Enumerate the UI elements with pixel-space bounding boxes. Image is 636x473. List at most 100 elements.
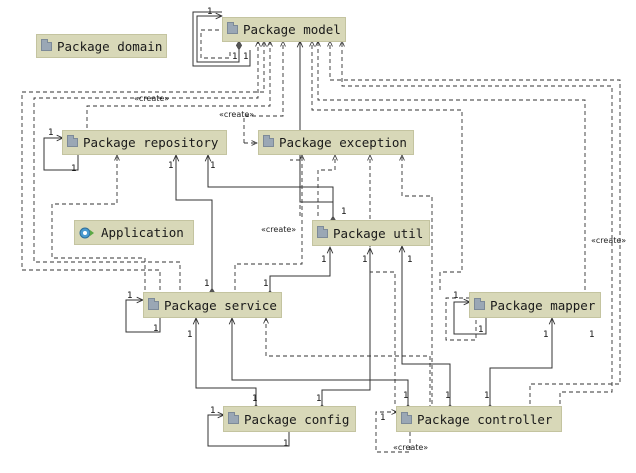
application-node[interactable]: Application [74,220,194,245]
link-service-repository [176,155,212,288]
create-label: «create» [134,94,169,103]
link-service-util [270,247,330,290]
multiplicity: 1 [453,291,459,301]
multiplicity: 1 [403,391,409,401]
dep-controller-model-1 [342,41,613,404]
multiplicity: 1 [71,164,77,174]
create-label: «create» [393,443,428,452]
multiplicity: 1 [127,291,133,301]
application-label: Application [101,225,184,240]
composition-links [43,11,552,447]
multiplicity-labels: 1 1 1 1 1 1 1 1 1 1 1 1 1 1 1 1 1 1 1 1 … [48,7,595,449]
dep-controller-self [375,412,411,453]
dep-controller-model-2 [330,41,621,404]
multiplicity: 1 [362,255,368,265]
package-folder-icon [474,297,485,310]
multiplicity: 1 [283,439,289,449]
link-repository-self [43,138,78,171]
package-repository-label: Package repository [83,135,219,150]
package-controller-node[interactable]: Package controller [396,406,562,432]
create-label: «create» [591,236,626,245]
link-mapper-self [453,302,486,335]
multiplicity: 1 [168,161,174,171]
link-service-self [125,300,160,333]
multiplicity: 1 [589,330,595,340]
multiplicity: 1 [407,255,413,265]
package-folder-icon [148,297,159,310]
package-config-label: Package config [244,411,350,427]
dep-model-self [200,29,231,59]
package-folder-icon [228,411,239,424]
dep-repository-model [86,41,270,128]
dep-service-exception [234,155,302,290]
link-controller-mapper-1 [490,318,552,404]
multiplicity: 1 [380,413,386,423]
link-model-self-1 [196,16,239,63]
multiplicity: 1 [252,394,258,404]
multiplicity: 1 [210,406,216,416]
multiplicity: 1 [232,52,238,62]
link-util-repository [208,155,333,216]
package-mapper-label: Package mapper [490,297,596,313]
package-domain-label: Package domain [57,38,163,54]
link-config-service [196,318,256,404]
multiplicity: 1 [478,325,484,335]
package-folder-icon [263,135,274,147]
multiplicity: 1 [321,255,327,265]
multiplicity: 1 [543,330,549,340]
link-model-self-2 [192,11,251,67]
package-controller-label: Package controller [417,411,553,427]
package-util-label: Package util [333,225,424,241]
package-util-node[interactable]: Package util [312,220,430,246]
multiplicity: 1 [187,330,193,340]
package-config-node[interactable]: Package config [223,406,356,432]
create-labels: «create» «create» «create» «create» «cre… [134,94,626,452]
link-config-util [322,248,370,404]
package-exception-node[interactable]: Package exception [258,130,414,155]
package-service-node[interactable]: Package service [143,292,282,318]
dep-util-exception [317,155,335,216]
package-model-node[interactable]: Package model [222,17,346,42]
multiplicity: 1 [243,52,249,62]
multiplicity: 1 [48,128,54,138]
package-repository-node[interactable]: Package repository [62,130,227,155]
multiplicity: 1 [204,279,210,289]
package-folder-icon [317,225,328,238]
multiplicity: 1 [210,161,216,171]
dep-mapper-model-2 [312,41,463,290]
link-config-self [207,415,289,447]
create-label: «create» [219,110,254,119]
package-exception-label: Package exception [279,135,407,150]
dep-service-model-1 [21,41,264,290]
package-model-label: Package model [243,22,341,37]
multiplicity: 1 [484,391,490,401]
dep-service-repository [51,155,146,290]
package-folder-icon [67,135,78,147]
multiplicity: 1 [316,394,322,404]
package-folder-icon [401,411,412,424]
package-folder-icon [41,38,52,51]
dep-util-model [290,159,301,216]
dep-controller-service [266,318,431,430]
link-util-model [300,41,334,216]
package-folder-icon [227,22,238,34]
dep-service-model-2 [33,41,258,290]
dep-controller-exception-2 [370,155,396,404]
package-service-label: Package service [164,297,277,313]
multiplicity: 1 [153,324,159,334]
multiplicity: 1 [445,391,451,401]
dep-mapper-model [318,41,586,290]
dependency-links [21,29,621,453]
dep-mapper-self [445,297,477,341]
create-label: «create» [261,225,296,234]
package-domain-node[interactable]: Package domain [36,34,167,58]
multiplicity: 1 [263,279,269,289]
link-controller-util [402,246,450,404]
multiplicity: 1 [341,207,347,217]
application-class-icon [79,226,95,240]
dep-controller-exception [402,155,433,404]
link-controller-service [232,318,408,404]
multiplicity: 1 [207,7,213,17]
package-mapper-node[interactable]: Package mapper [469,292,601,318]
